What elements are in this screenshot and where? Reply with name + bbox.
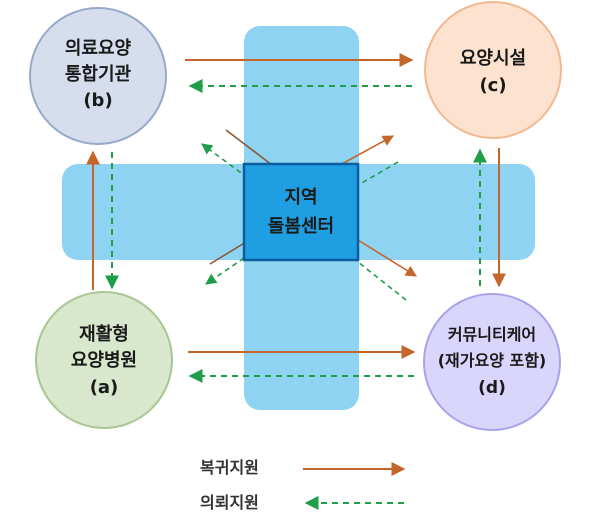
node-rehab bbox=[35, 291, 173, 429]
diag-lower-right-dashed bbox=[357, 261, 407, 301]
node-facility-line2: (c) bbox=[479, 75, 506, 96]
diag-lower-left-dashed bbox=[205, 257, 245, 285]
node-community-line3: (d) bbox=[478, 378, 506, 398]
node-rehab-line1: 재활형 bbox=[79, 324, 129, 345]
center-title-line2: 돌봄센터 bbox=[268, 216, 334, 237]
diag-upper-right-dashed bbox=[359, 161, 399, 185]
diag-lower-right-solid bbox=[357, 239, 417, 277]
center-title-line1: 지역 bbox=[284, 187, 317, 208]
diag-lower-left-solid bbox=[209, 241, 247, 265]
node-community-line1: 커뮤니티케어 bbox=[448, 325, 536, 344]
diag-upper-right-solid bbox=[339, 135, 394, 166]
node-facility bbox=[424, 1, 562, 139]
diag-upper-left-solid bbox=[225, 129, 273, 166]
node-integrated-line3: (b) bbox=[83, 90, 112, 111]
node-rehab-line2: 요양병원 bbox=[71, 350, 137, 371]
node-integrated-line2: 통합기관 bbox=[65, 63, 132, 85]
node-integrated-line1: 의료요양 bbox=[65, 38, 132, 59]
center-box bbox=[242, 162, 360, 262]
node-community bbox=[423, 293, 561, 431]
legend-return-label: 복귀지원 bbox=[200, 458, 259, 477]
legend-medical-label: 의뢰지원 bbox=[200, 493, 259, 512]
node-rehab-line3: (a) bbox=[90, 377, 119, 398]
legend: 복귀지원 의뢰지원 bbox=[200, 458, 406, 512]
node-integrated bbox=[29, 7, 167, 145]
node-community-line2: (재가요양 포함) bbox=[438, 351, 547, 370]
node-facility-line1: 요양시설 bbox=[460, 48, 526, 69]
diag-upper-left-dashed bbox=[201, 143, 249, 179]
